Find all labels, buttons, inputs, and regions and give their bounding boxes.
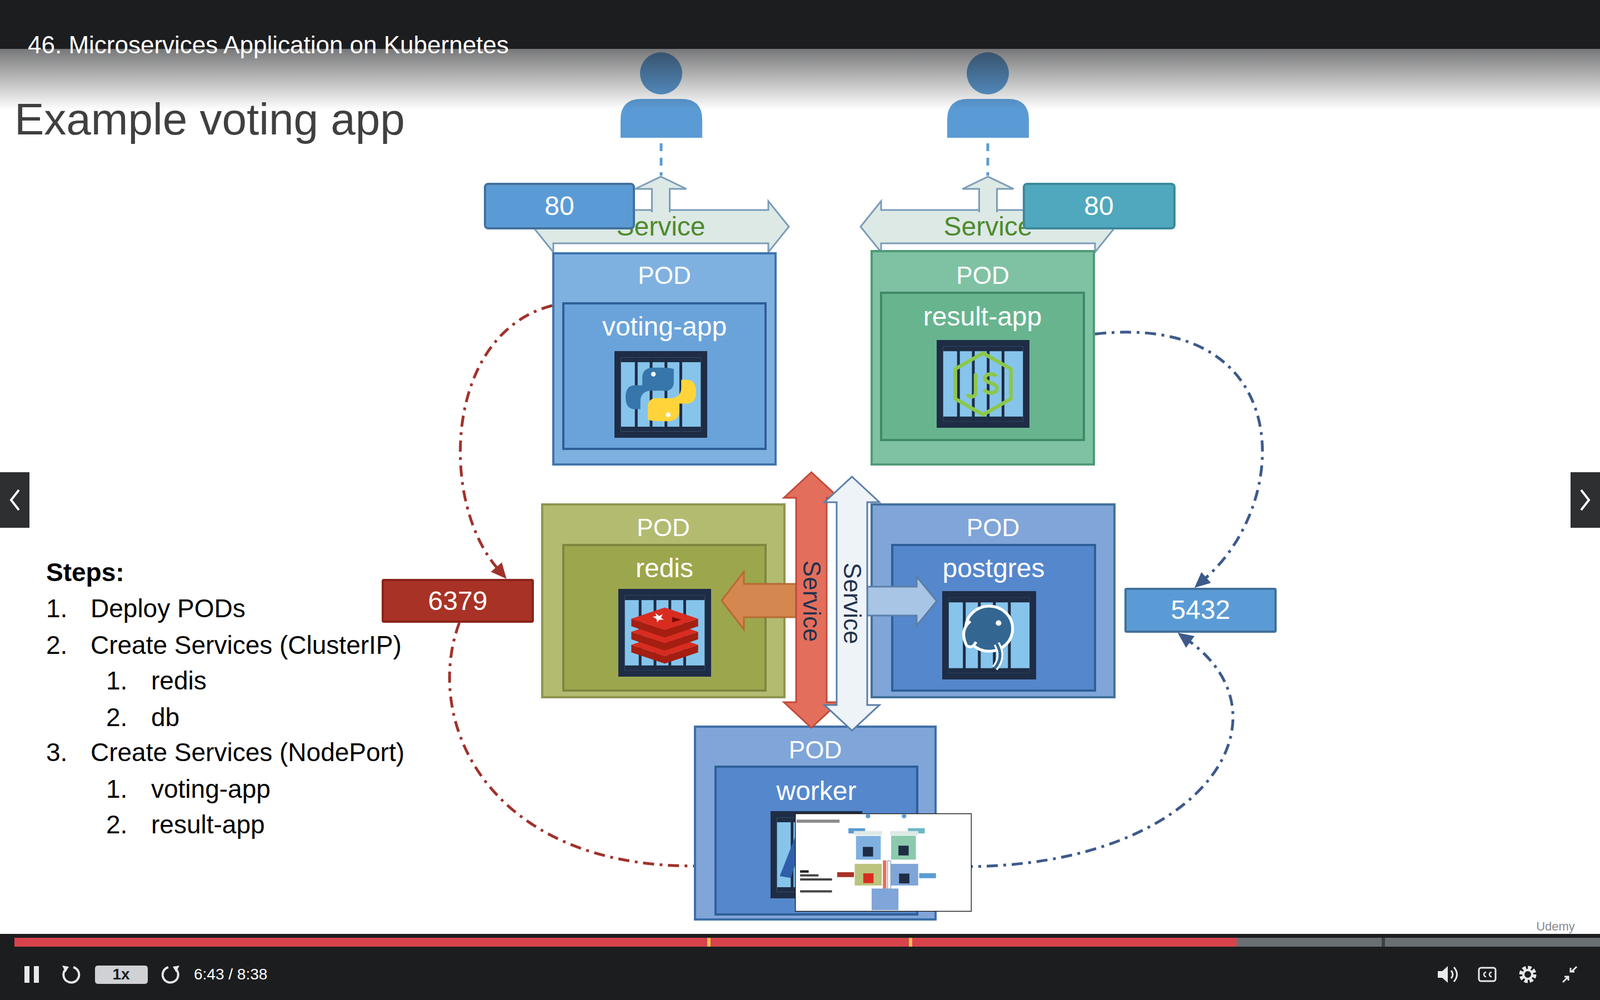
up-arrow-outline xyxy=(635,176,687,213)
pod-label: POD xyxy=(637,262,691,289)
service-band: Service xyxy=(824,476,880,731)
label-holder: result-app xyxy=(151,824,265,854)
step-text: result-app xyxy=(151,810,265,840)
arrow-head xyxy=(1194,572,1212,588)
up-arrow-outline xyxy=(962,176,1014,213)
port-box: 5432 xyxy=(1124,587,1277,633)
captions-icon xyxy=(1478,967,1496,982)
speed-button xyxy=(95,965,148,984)
slide-title: Example voting app xyxy=(14,93,405,145)
port-number: 6379 xyxy=(428,586,488,617)
connector-line xyxy=(1095,332,1263,579)
pause-icon xyxy=(24,966,39,983)
pod-box: POD voting-app xyxy=(552,252,777,466)
slide-ground xyxy=(0,48,1600,934)
volume-icon xyxy=(1437,966,1458,983)
rewind-icon xyxy=(62,965,79,983)
nodejs-container-icon xyxy=(936,340,1030,428)
side-arrow xyxy=(721,571,797,630)
dashed-connector xyxy=(1095,332,1263,588)
redis-container-icon xyxy=(618,588,712,677)
port-box: 80 xyxy=(483,182,635,230)
forward-icon xyxy=(162,965,180,983)
service-label: Service xyxy=(797,560,825,643)
step-number: 2. xyxy=(106,702,128,733)
service-band: Service xyxy=(783,472,839,728)
label-holder: 3. xyxy=(46,752,68,782)
double-arrow xyxy=(783,472,839,728)
pod-label: POD xyxy=(966,514,1020,542)
step-text: db xyxy=(151,702,180,733)
step-number: 2. xyxy=(106,810,128,840)
container-box: voting-app xyxy=(562,302,767,450)
container-name: voting-app xyxy=(602,312,727,342)
container-name: postgres xyxy=(942,553,1045,584)
container-name: redis xyxy=(635,553,694,584)
label-holder: 46. Microservices Application on Kuberne… xyxy=(27,45,509,74)
port-number: 5432 xyxy=(1171,595,1231,625)
dashed-connector xyxy=(460,305,553,579)
step-text: Create Services (NodePort) xyxy=(90,737,405,768)
up-arrow xyxy=(962,176,1014,213)
arrow-head xyxy=(1177,632,1195,648)
step-number: 1. xyxy=(106,774,128,804)
label-holder: 2. xyxy=(106,824,128,854)
postgres-container-icon xyxy=(942,591,1037,680)
pod-label: POD xyxy=(788,736,842,764)
preview-thumbnail xyxy=(795,813,972,912)
progress-bar xyxy=(14,937,1600,947)
label-holder: 2. xyxy=(46,645,68,675)
service-label: Service xyxy=(838,562,865,645)
label-holder: 6:43 / 8:38 xyxy=(193,974,268,993)
label-holder: Udemy xyxy=(1555,926,1595,941)
container-name: result-app xyxy=(923,302,1042,332)
container-name: worker xyxy=(776,776,857,807)
step-text: Create Services (ClusterIP) xyxy=(90,630,402,660)
video-title: 46. Microservices Application on Kuberne… xyxy=(27,31,509,60)
python-container-icon xyxy=(614,351,708,438)
label-holder: 1x xyxy=(121,974,139,993)
port-box: 80 xyxy=(1022,182,1176,230)
step-number: 1. xyxy=(46,593,68,624)
port-number: 80 xyxy=(544,191,574,222)
port-number: 80 xyxy=(1083,191,1114,222)
steps-heading: Steps: xyxy=(46,557,125,588)
step-number: 3. xyxy=(46,737,68,768)
label-holder: Example voting app xyxy=(14,119,405,171)
speed-text: 1x xyxy=(112,965,130,984)
up-arrow xyxy=(635,176,687,213)
settings-icon xyxy=(1521,967,1535,982)
connector-line xyxy=(460,305,553,568)
pod-label: POD xyxy=(956,262,1009,289)
exit-fullscreen-icon xyxy=(1562,966,1577,983)
step-number: 1. xyxy=(106,666,128,696)
step-text: voting-app xyxy=(151,774,271,804)
watermark: Udemy xyxy=(1536,919,1575,934)
step-number: 2. xyxy=(46,630,68,660)
step-text: redis xyxy=(151,666,207,696)
label-holder: Create Services (ClusterIP) xyxy=(90,645,402,675)
time-text: 6:43 / 8:38 xyxy=(193,965,268,984)
step-text: Deploy PODs xyxy=(90,593,246,624)
pod-box: POD worker xyxy=(693,725,937,921)
pod-box: POD result-app xyxy=(870,250,1095,466)
nav-arrow xyxy=(1570,472,1600,528)
port-box: 6379 xyxy=(381,578,534,623)
container-box: result-app xyxy=(880,291,1085,442)
pod-label: POD xyxy=(636,514,690,542)
container-box: worker xyxy=(714,765,919,916)
nav-arrow xyxy=(0,472,30,528)
service-label: Service xyxy=(943,212,1033,242)
